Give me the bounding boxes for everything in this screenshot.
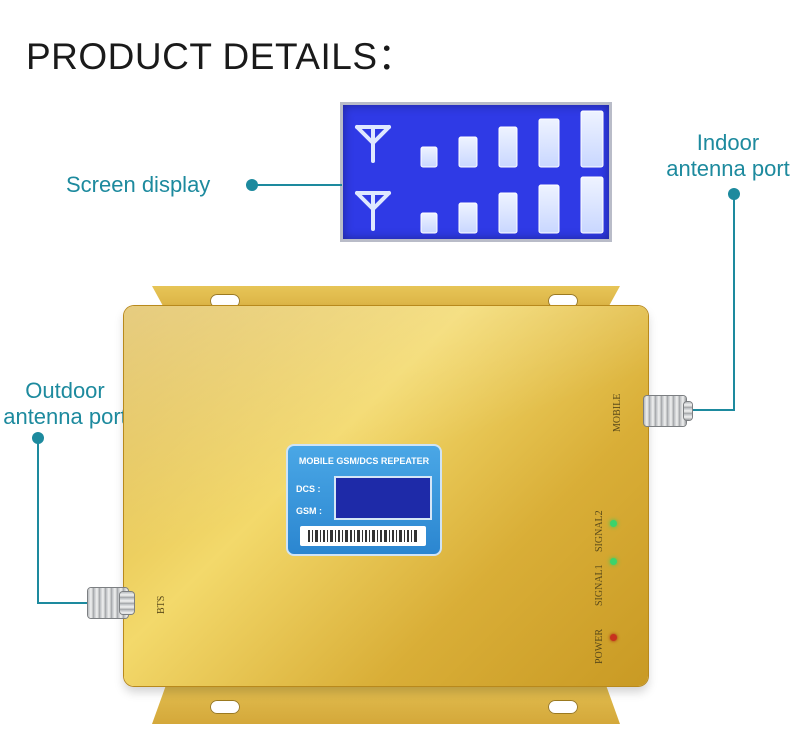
outdoor-connector-nut: [120, 592, 134, 614]
mounting-slot-bottom-right: [548, 700, 578, 714]
indoor-antenna-connector: [644, 396, 686, 426]
barcode-graphic: [308, 530, 417, 542]
callout-line-outdoor-h: [37, 602, 93, 604]
callout-screen-display: Screen display: [66, 172, 211, 197]
barcode: [300, 526, 426, 546]
callout-outdoor-line2: antenna port: [3, 404, 127, 429]
power-led: [610, 634, 617, 641]
callout-indoor-line2: antenna port: [666, 156, 790, 181]
callout-line-indoor-v: [733, 194, 735, 411]
panel-title: MOBILE GSM/DCS REPEATER: [298, 456, 430, 466]
callout-line-indoor-h: [690, 409, 735, 411]
lcd-screen-zoom: [340, 102, 612, 242]
port-label-bts: BTS: [156, 595, 167, 614]
mounting-slot-top-right: [548, 294, 578, 308]
small-lcd-screen: [334, 476, 432, 520]
callout-outdoor-antenna: Outdoor antenna port: [0, 378, 130, 430]
signal-bars-row1: [420, 110, 604, 168]
antenna-icon-row1: [355, 125, 391, 163]
signal-bars-row2: [420, 176, 604, 234]
gsm-label: GSM :: [296, 506, 322, 516]
antenna-icon-row2: [355, 191, 391, 231]
page-title: PRODUCT DETAILS：: [26, 36, 416, 77]
callout-line-screen: [252, 184, 342, 186]
mounting-slot-bottom-left: [210, 700, 240, 714]
callout-indoor-antenna: Indoor antenna port: [660, 130, 796, 182]
mounting-slot-top-left: [210, 294, 240, 308]
signal1-led: [610, 558, 617, 565]
led-label-power: POWER: [594, 629, 605, 664]
callout-line-outdoor-v: [37, 438, 39, 604]
dcs-label: DCS :: [296, 484, 321, 494]
led-label-signal2: SIGNAL2: [594, 510, 605, 552]
indoor-connector-tip: [684, 402, 692, 420]
callout-indoor-line1: Indoor: [696, 130, 760, 155]
signal2-led: [610, 520, 617, 527]
callout-outdoor-line1: Outdoor: [25, 378, 105, 403]
port-label-mobile: MOBILE: [612, 393, 623, 432]
lcd-signal-graphic: [355, 110, 604, 234]
led-label-signal1: SIGNAL1: [594, 564, 605, 606]
